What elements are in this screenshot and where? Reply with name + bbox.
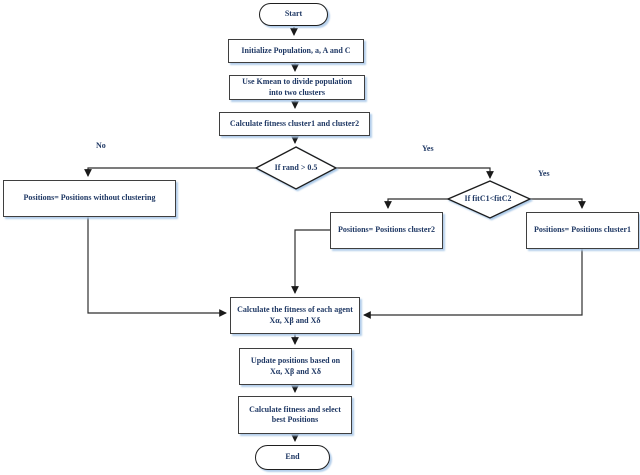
node-label-line1: Update positions based on [250,356,341,366]
node-label: Positions= Positions cluster2 [337,225,435,235]
connector-no-branch [84,167,256,177]
connector-cluster1-agentfitness [363,249,583,319]
edge-label-no: No [96,141,106,150]
node-positions-cluster2: Positions= Positions cluster2 [330,212,443,249]
connector-decisionfit-cluster2 [384,198,448,209]
node-kmean-divide: Use Kmean to divide population into two … [229,75,365,100]
node-label-line2: Xα, Xβ and Xδ [269,315,321,325]
decision-rand-label: If rand > 0.5 [274,163,318,172]
connector-cluster2-agentfitness [291,229,330,294]
node-start: Start [259,3,328,26]
edge-label-yes-rand: Yes [422,144,434,153]
edge-label-yes-fit: Yes [538,169,550,178]
node-label: End [285,452,300,462]
node-label-line1: Calculate the fitness of each agent [237,305,353,315]
connector-yes-branch-rand [336,167,494,179]
node-update-positions: Update positions based on Xα, Xβ and Xδ [239,348,352,385]
node-end: End [255,445,330,470]
node-calc-cluster-fitness: Calculate fitness cluster1 and cluster2 [219,112,370,136]
node-label: Calculate fitness cluster1 and cluster2 [229,118,360,128]
connector-noclustering-agentfitness [87,217,227,317]
fit-decision-diamond [446,180,532,219]
node-label: Start [284,9,303,19]
node-select-best-positions: Calculate fitness and select best Positi… [238,396,352,434]
node-initialize-population: Initialize Population, a, A and C [228,39,364,63]
node-label-line1: Calculate fitness and select [249,404,341,414]
rand-decision-diamond [254,146,338,190]
node-label-line2: into two clusters [269,87,325,97]
node-label-line2: best Positions [271,415,319,424]
decision-fit-label: If fitC1<fitC2 [464,194,512,203]
node-positions-without-clustering: Positions= Positions without clustering [3,180,176,217]
node-label-line1: Use Kmean to divide population [242,77,352,87]
node-label: Positions= Positions without clustering [23,193,156,203]
node-positions-cluster1: Positions= Positions cluster1 [526,212,639,249]
node-agent-fitness: Calculate the fitness of each agent Xα, … [230,297,360,334]
node-label: Initialize Population, a, A and C [241,45,351,55]
node-label-line2: Xα, Xβ and Xδ [269,366,322,376]
node-label: Positions= Positions cluster1 [533,225,631,235]
connector-yes-branch-fit [530,198,586,209]
